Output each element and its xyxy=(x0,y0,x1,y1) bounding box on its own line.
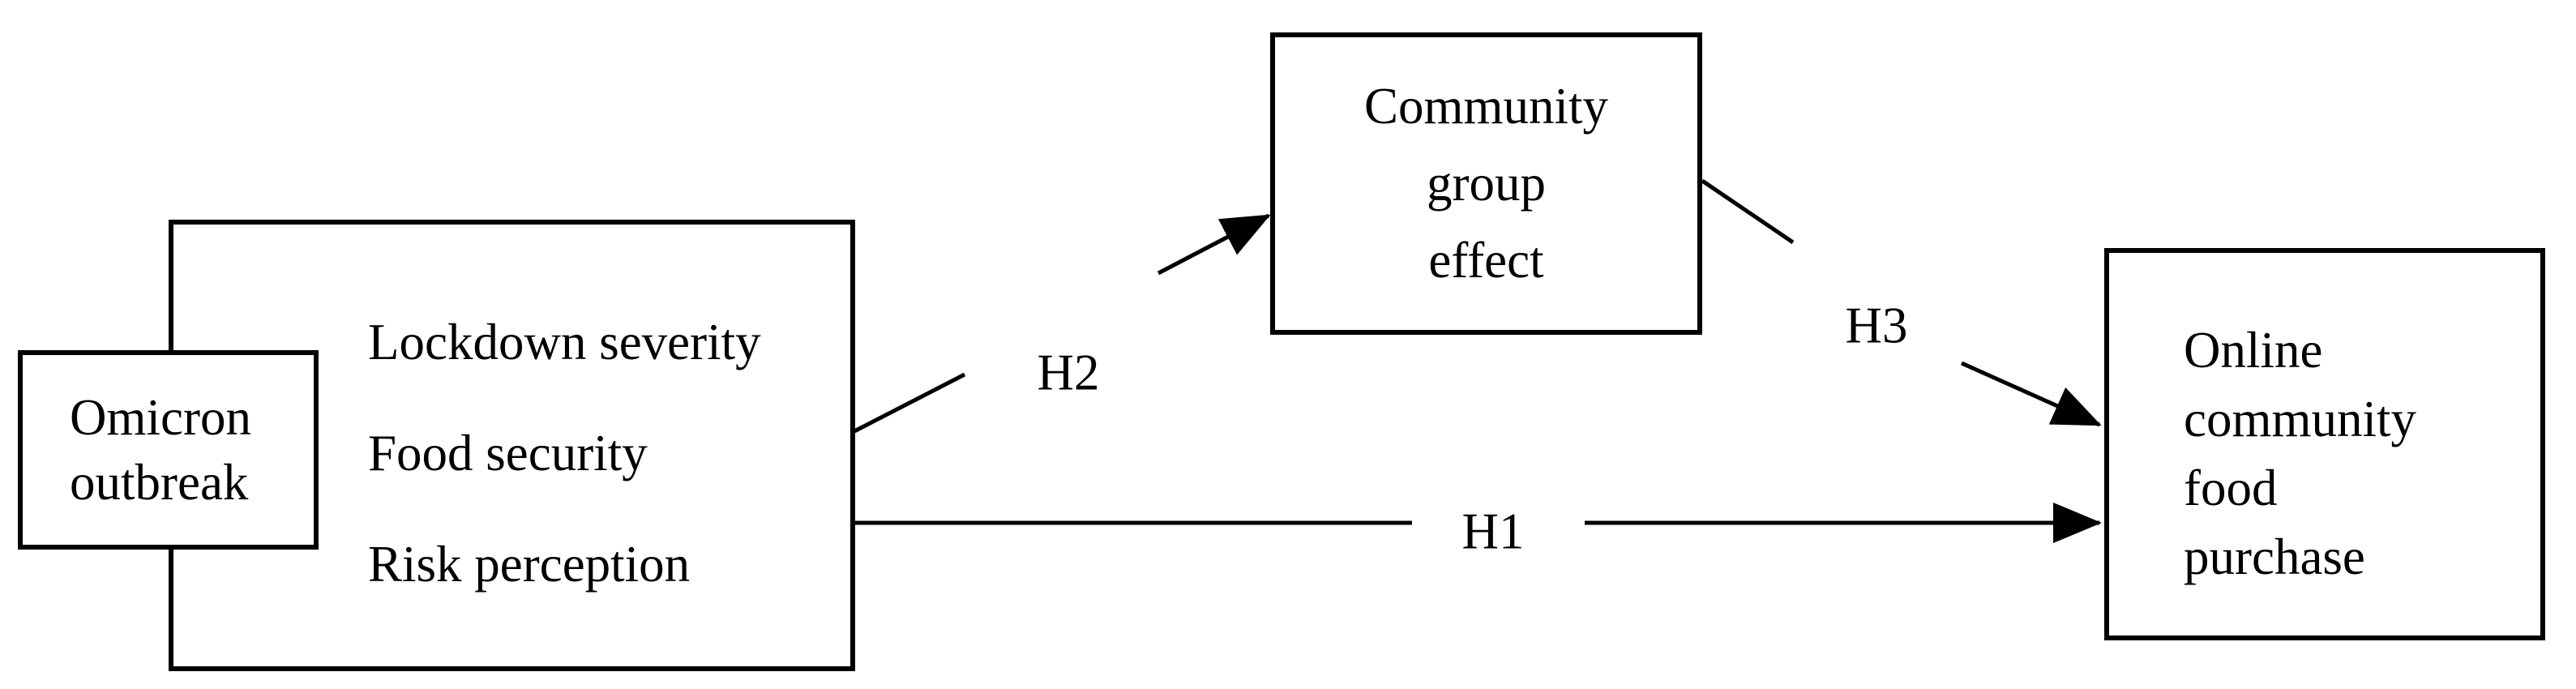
omicron-outbreak-box: Omicron outbreak xyxy=(18,350,319,550)
h3-arrow-segment-lower xyxy=(1960,361,2102,427)
h2-arrow-segment-lower xyxy=(853,372,966,434)
h1-hypothesis-label: H1 xyxy=(1455,504,1531,559)
h2-arrow-segment-upper xyxy=(1157,213,1271,276)
omicron-outbreak-text-line: outbreak xyxy=(70,454,249,511)
h3-hypothesis-label: H3 xyxy=(1838,298,1915,353)
h2-hypothesis-label: H2 xyxy=(1030,345,1106,400)
predictor-item: Lockdown severity xyxy=(368,314,761,370)
community-group-effect-box: Community group effect xyxy=(1270,32,1702,335)
mediator-text-line: Community xyxy=(1363,78,1609,135)
predictor-item: Food security xyxy=(368,425,648,481)
outcome-text-line: community xyxy=(2184,391,2416,447)
outcome-text-line: purchase xyxy=(2184,529,2365,585)
mediator-text-line: group xyxy=(1427,155,1546,212)
predictor-item: Risk perception xyxy=(368,536,691,593)
outcome-text-line: Online xyxy=(2184,322,2323,379)
mediator-text-line: effect xyxy=(1428,232,1544,289)
outcome-text-line: food xyxy=(2184,460,2278,516)
h3-arrow-segment-upper xyxy=(1701,178,1795,245)
outcome-box: Online community food purchase xyxy=(2104,248,2545,640)
omicron-outbreak-text-line: Omicron xyxy=(70,389,251,446)
